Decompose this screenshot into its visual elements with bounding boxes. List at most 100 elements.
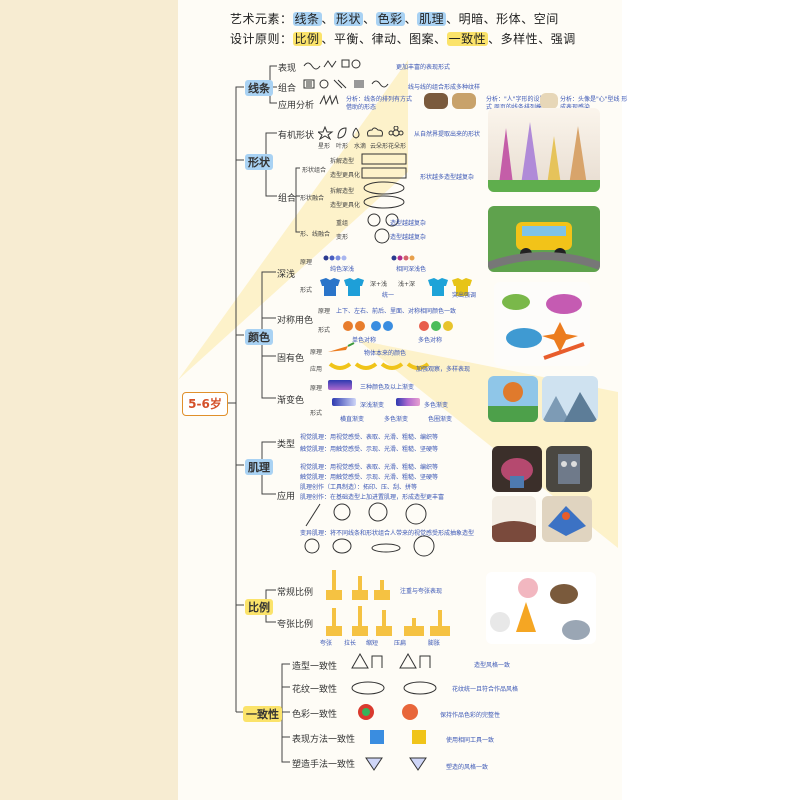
header-item: 律动 xyxy=(371,32,397,46)
combo-sub: 变形 xyxy=(336,234,349,241)
line-note: 分析：头像是"心"型线 形成表现感染 xyxy=(560,96,628,111)
shape-item-combine: 组合 xyxy=(278,194,297,204)
line-note: 线与线的组合形成多种纹样 xyxy=(408,84,481,91)
symmetry-samples-icon xyxy=(343,321,453,331)
category-unity[interactable]: 一致性 xyxy=(243,706,282,722)
symmetry-label: 单色对称 xyxy=(352,337,377,344)
left-margin xyxy=(0,0,178,800)
gradient-note: 三种颜色及以上渐变 xyxy=(360,384,415,391)
header-item: 强调 xyxy=(550,32,576,46)
artwork-bus xyxy=(488,206,600,272)
header-design-principles: 设计原则：比例、平衡、律动、图案、一致性、多样性、强调 xyxy=(230,32,576,46)
line-item-combine: 组合 xyxy=(278,84,297,94)
unity-item-color: 色彩一致性 xyxy=(292,710,338,720)
symmetry-sub: 原理 xyxy=(318,308,331,315)
shape-note: 从自然界提取出来的形状 xyxy=(414,131,481,138)
inherent-note: 加强观察，多样表现 xyxy=(416,366,471,373)
root-node-age[interactable]: 5-6岁 xyxy=(182,392,228,416)
depth-sub: 形式 xyxy=(300,287,313,294)
organic-label: 水滴 xyxy=(354,143,367,150)
category-texture[interactable]: 肌理 xyxy=(245,459,273,475)
symmetry-label: 多色对称 xyxy=(418,337,443,344)
color-item-gradient: 渐变色 xyxy=(277,396,305,406)
combo-sub: 拆解造型 xyxy=(330,188,355,195)
organic-label: 叶形 xyxy=(336,143,349,150)
combo-group: 形状组合 xyxy=(302,167,327,174)
symmetry-note: 上下、左右、前后、里面、对称相同颜色一致 xyxy=(336,308,457,315)
texture-note: 肌理创作：在基础造型上加进置肌理，形成造型更丰富 xyxy=(300,494,445,501)
texture-note: 肌理创作（工具制造）：拓印、压、刮、拼等 xyxy=(300,484,418,491)
texture-item-type: 类型 xyxy=(277,440,296,450)
unity-item-pattern: 花纹一致性 xyxy=(292,685,338,695)
header-item: 线条 xyxy=(292,12,322,26)
inherent-sub: 应用 xyxy=(310,366,323,373)
unity-item-shape: 造型一致性 xyxy=(292,662,338,672)
shape-note: 造型越越复杂 xyxy=(390,234,427,241)
combo-sub: 拆解造型 xyxy=(330,158,355,165)
ratio-label: 夸张 xyxy=(320,640,333,647)
header-item: 空间 xyxy=(533,12,559,26)
ratio-item-exaggerated: 夸张比例 xyxy=(277,620,314,630)
gradient-swatch xyxy=(328,380,352,390)
category-line[interactable]: 线条 xyxy=(245,80,273,96)
color-item-inherent: 固有色 xyxy=(277,354,305,364)
texture-note: 视觉肌理：用视觉感受、表取、光滑、粗糙、编织等 xyxy=(300,464,439,471)
texture-sketches-icon xyxy=(304,502,435,557)
inherent-note: 物体本来的颜色 xyxy=(364,350,407,357)
unity-note: 造型风格一致 xyxy=(474,662,511,669)
header-item: 平衡 xyxy=(334,32,360,46)
organic-label: 花朵形 xyxy=(388,143,407,150)
header-item: 明暗 xyxy=(458,12,484,26)
line-item-express: 表现 xyxy=(278,64,297,74)
header-item: 一致性 xyxy=(446,32,489,46)
line-samples-icon xyxy=(303,59,361,70)
category-shape[interactable]: 形状 xyxy=(245,154,273,170)
right-margin xyxy=(622,0,800,800)
gradient-swatch xyxy=(332,398,356,406)
shape-note: 形状越多造型越复杂 xyxy=(420,174,475,181)
header-item: 图案 xyxy=(409,32,435,46)
unity-note: 使用相同工具一致 xyxy=(446,737,495,744)
artwork-plant xyxy=(492,446,542,492)
gradient-note: 多色渐变 xyxy=(384,416,409,423)
organic-shapes-icon xyxy=(318,126,404,140)
texture-note: 触觉肌理：用触觉感受、示现、光滑、粗糙、坚硬等 xyxy=(300,474,439,481)
line-note: 分析："人"字形的设置方式 周页的线条排列模式 xyxy=(486,96,552,111)
gradient-note: 横直渐变 xyxy=(340,416,365,423)
unity-item-method: 表现方法一致性 xyxy=(292,735,356,745)
texture-note: 触觉肌理：用触觉感受、示现、光滑、粗糙、坚硬等 xyxy=(300,446,439,453)
shape-item-organic: 有机形状 xyxy=(278,131,315,141)
texture-note: 视觉肌理：用视觉感受、表取、光滑、粗糙、编织等 xyxy=(300,434,439,441)
unity-note: 保持作品色彩的完整性 xyxy=(440,712,501,719)
gradient-sub: 原理 xyxy=(310,385,323,392)
line-note: 更加丰富的表现形式 xyxy=(396,64,451,71)
gradient-note: 多色渐变 xyxy=(424,402,449,409)
header-art-elements: 艺术元素：线条、形状、色彩、肌理、明暗、形体、空间 xyxy=(230,12,559,26)
inherent-sub: 原理 xyxy=(310,349,323,356)
artwork-thumbnail xyxy=(540,93,558,109)
scribble-icon xyxy=(319,94,339,106)
unity-note: 塑造的风格一致 xyxy=(446,764,489,771)
shape-note: 造型越越复杂 xyxy=(390,220,427,227)
depth-dots-icon xyxy=(323,255,415,261)
artwork-dragon xyxy=(542,496,592,542)
depth-label: 统一 xyxy=(382,292,395,299)
texture-item-apply: 应用 xyxy=(277,492,296,502)
organic-label: 云朵形 xyxy=(370,143,389,150)
artwork-animals xyxy=(486,572,596,644)
combo-group: 形状融合 xyxy=(300,195,325,202)
organic-label: 星形 xyxy=(318,143,331,150)
artwork-mask xyxy=(546,446,592,492)
artwork-trees xyxy=(488,108,600,192)
header-item: 多样性 xyxy=(500,32,539,46)
artwork-fish xyxy=(494,282,590,366)
unity-note: 花纹统一且符合作品风格 xyxy=(452,686,519,693)
combo-group: 形、线融合 xyxy=(300,231,331,238)
category-color[interactable]: 颜色 xyxy=(245,329,273,345)
header-prefix: 艺术元素： xyxy=(230,12,293,26)
color-item-symmetry: 对称用色 xyxy=(277,316,314,326)
depth-label: 纯色深浅 xyxy=(330,266,355,273)
category-ratio[interactable]: 比例 xyxy=(245,599,273,615)
artwork-thumbnail xyxy=(452,93,476,109)
